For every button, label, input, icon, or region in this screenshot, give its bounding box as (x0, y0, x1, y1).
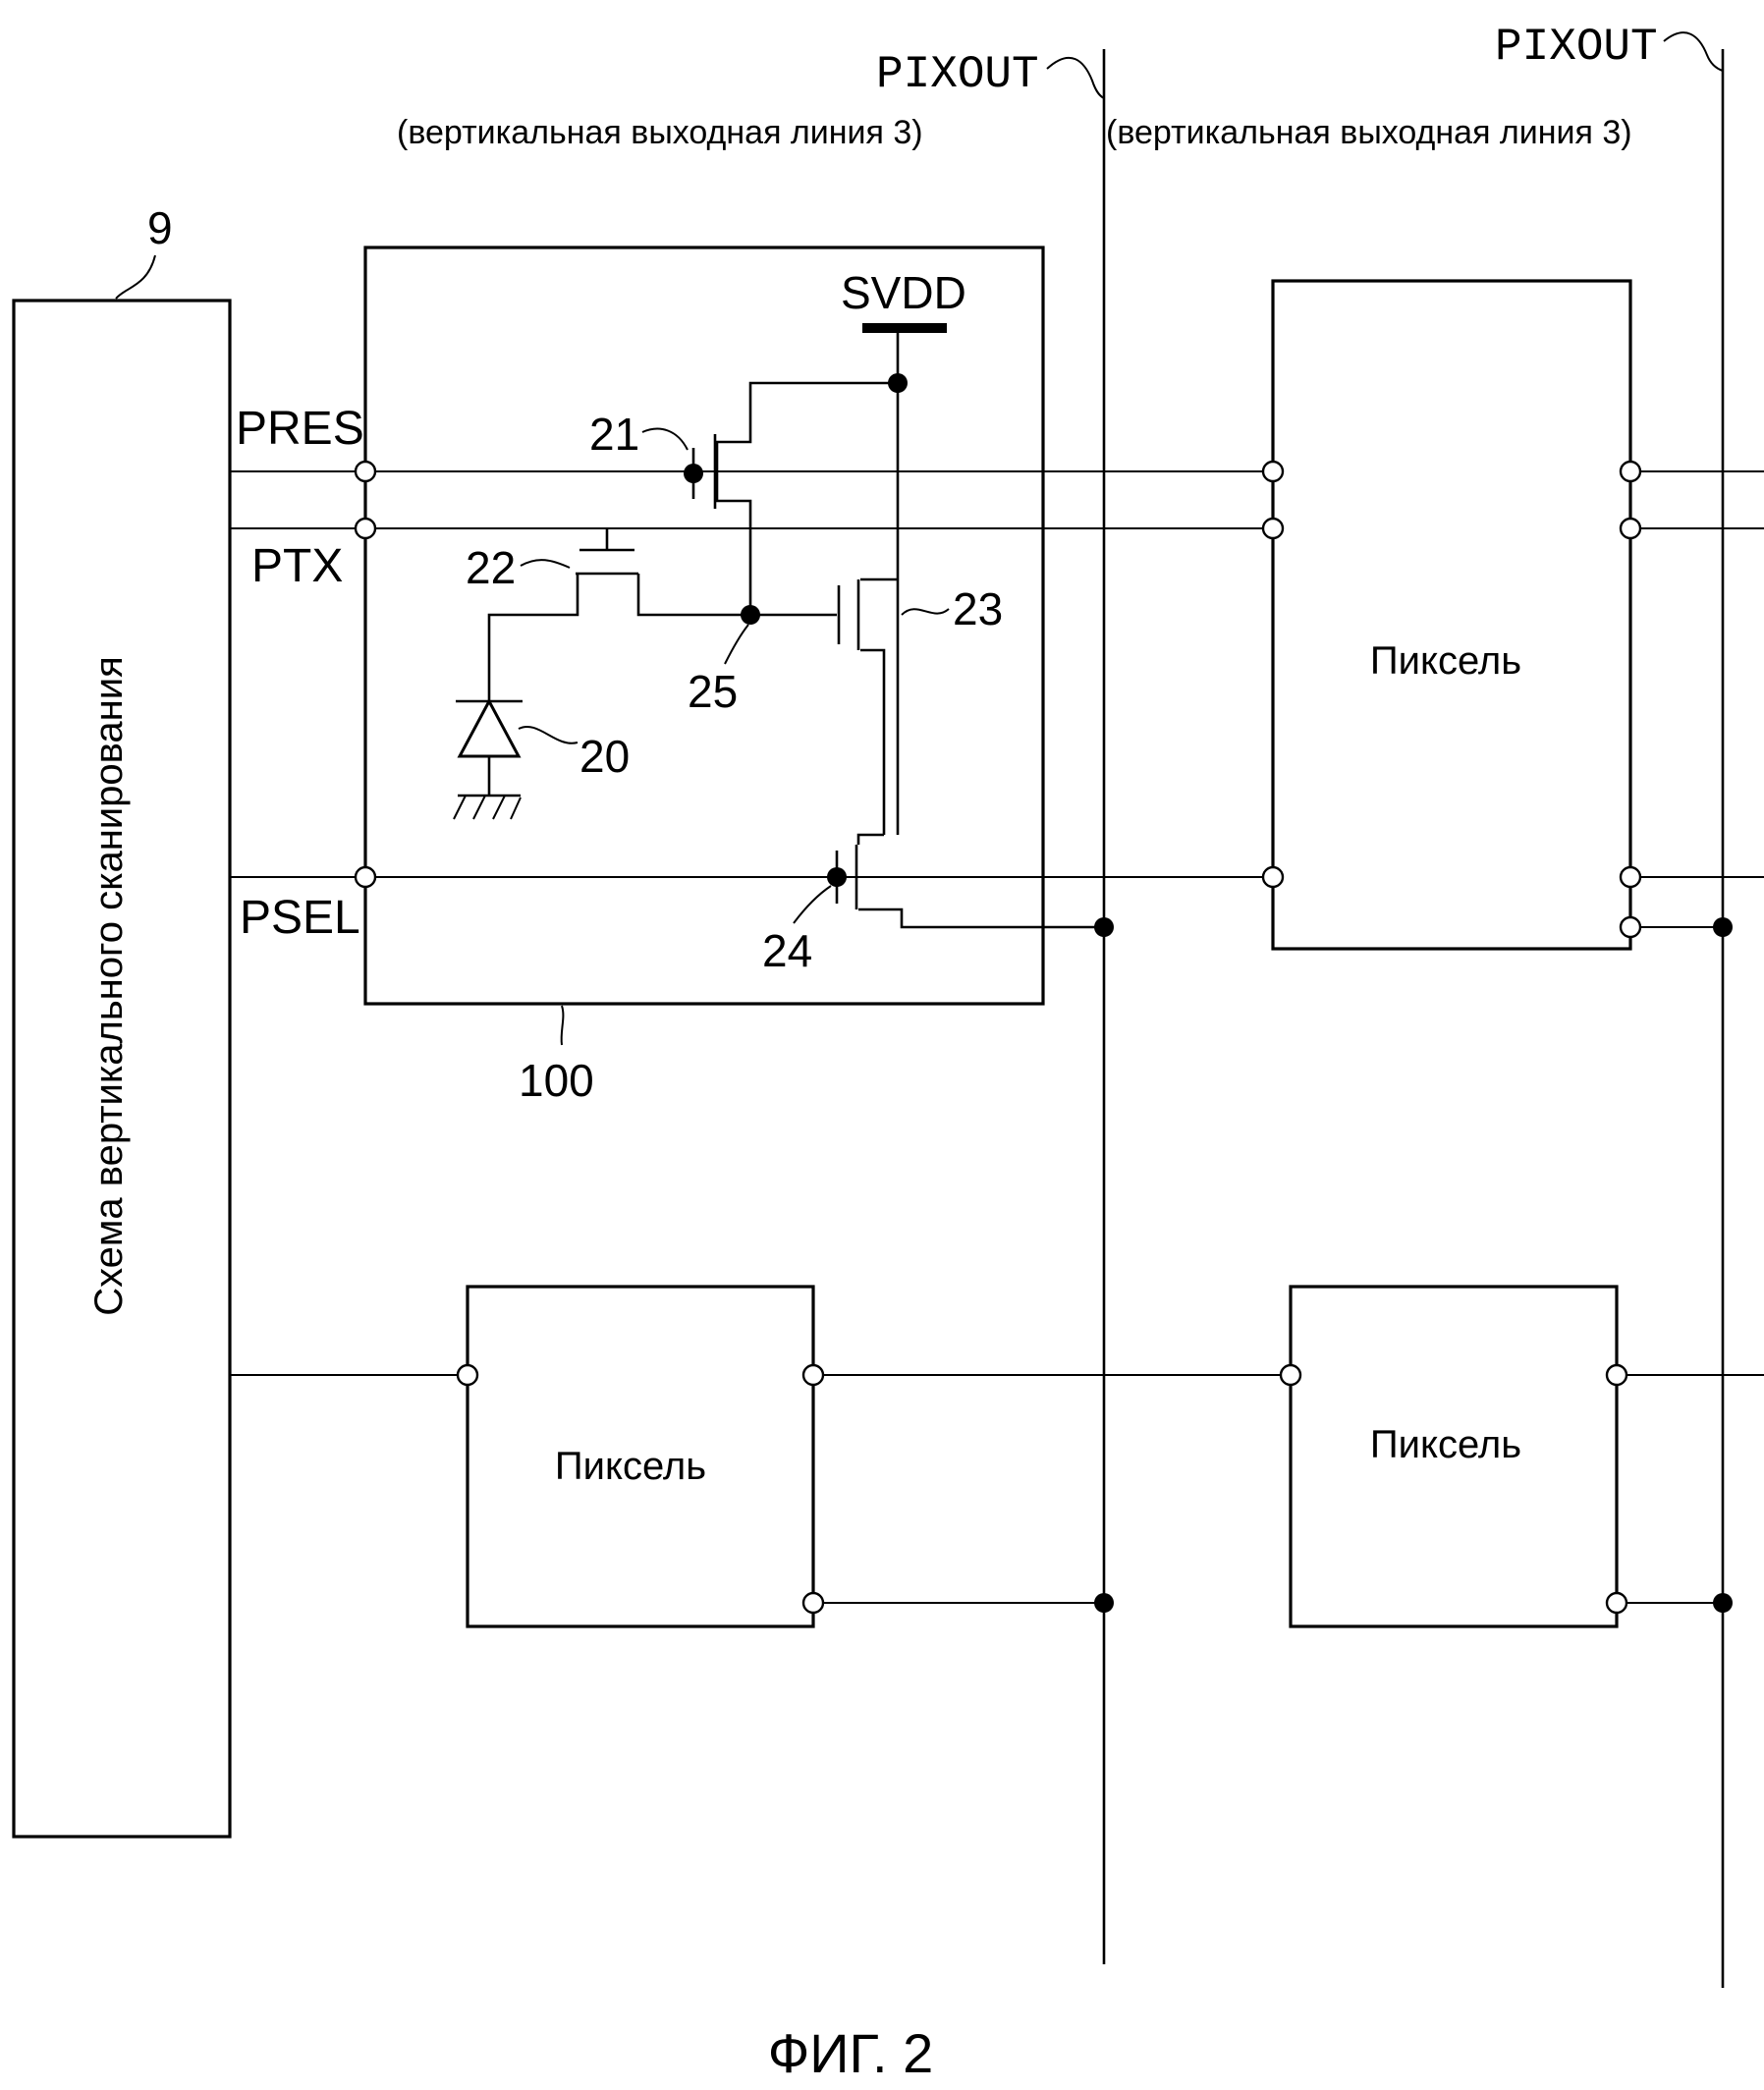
photodiode-ref: 20 (579, 731, 630, 782)
pixout-2-desc: (вертикальная выходная линия 3) (1106, 114, 1632, 151)
pixout-1-leader (1046, 56, 1105, 99)
select-gate-node (827, 867, 847, 887)
select-transistor-ref: 24 (762, 925, 812, 976)
pixel-tr-psel-out (1619, 865, 1642, 889)
pixout-2-label: PIXOUT (1495, 22, 1658, 73)
amp-transistor-leader (901, 608, 950, 616)
reset-transistor-ref: 21 (589, 409, 639, 460)
select-transistor-path (856, 833, 1104, 929)
select-transistor-leader (793, 885, 832, 924)
pixout-1-desc: (вертикальная выходная линия 3) (397, 114, 923, 151)
pixel-br-in-terminal (1279, 1363, 1302, 1387)
pixel-top-right-label: Пиксель (1370, 639, 1521, 683)
pixout-1-label: PIXOUT (876, 49, 1039, 100)
pres-label: PRES (236, 403, 364, 455)
scan-circuit-ref: 9 (147, 202, 173, 253)
pixel-100-ref: 100 (519, 1055, 594, 1106)
pixout-2-leader (1663, 31, 1724, 72)
ptx-label: PTX (251, 540, 343, 592)
vertical-scan-circuit-block (12, 299, 232, 1839)
pixel-bl-output-terminal (801, 1591, 825, 1615)
pixel-br-output-terminal (1605, 1591, 1628, 1615)
reset-transistor-leader (641, 427, 689, 451)
pixel-tr-pres-out (1619, 460, 1642, 483)
pixel-bl-out-terminal (801, 1363, 825, 1387)
pixel-tr-ptx-in (1261, 517, 1285, 540)
psel-label: PSEL (240, 892, 360, 944)
ground-hatch (453, 795, 522, 820)
pixel-100-psel-terminal (354, 865, 377, 889)
reset-transistor-drain (715, 381, 898, 615)
pixel-100-ptx-terminal (354, 517, 377, 540)
pixel-top-right-block (1271, 279, 1632, 951)
pixout-2-junction-row2 (1713, 1593, 1733, 1613)
figure-caption: ФИГ. 2 (768, 2022, 934, 2084)
pixel-tr-ptx-out (1619, 517, 1642, 540)
pixel-100-leader (560, 1005, 565, 1046)
transfer-transistor-leader (520, 559, 571, 569)
transfer-transistor-path (487, 574, 750, 746)
pixel-bottom-left-label: Пиксель (555, 1445, 706, 1488)
pixel-br-out-terminal (1605, 1363, 1628, 1387)
fd-node-leader (724, 624, 749, 665)
pixel-bottom-left-block (466, 1285, 815, 1628)
vertical-scan-circuit-label: Схема вертикального сканирования (87, 656, 131, 1316)
pixel-tr-pres-in (1261, 460, 1285, 483)
reset-gate-node (684, 464, 703, 483)
photodiode-leader (518, 726, 579, 744)
fd-node-ref: 25 (688, 666, 738, 717)
pixel-bottom-right-label: Пиксель (1370, 1423, 1521, 1466)
pixout-1-junction-row2 (1094, 1593, 1114, 1613)
pixel-tr-output-terminal (1619, 915, 1642, 939)
pixout-1-junction-row1 (1094, 917, 1114, 937)
pixel-bl-in-terminal (456, 1363, 479, 1387)
pixel-100-block (363, 246, 1045, 1006)
amp-transistor-ref: 23 (953, 583, 1003, 634)
amp-transistor-path (860, 578, 898, 835)
pixel-100-pres-terminal (354, 460, 377, 483)
svdd-label: SVDD (841, 267, 966, 318)
transfer-transistor-ref: 22 (466, 542, 516, 593)
pixel-bottom-right-block (1289, 1285, 1619, 1628)
pixout-2-junction-row1 (1713, 917, 1733, 937)
scan-circuit-ref-leader (115, 254, 156, 300)
pixel-tr-psel-in (1261, 865, 1285, 889)
